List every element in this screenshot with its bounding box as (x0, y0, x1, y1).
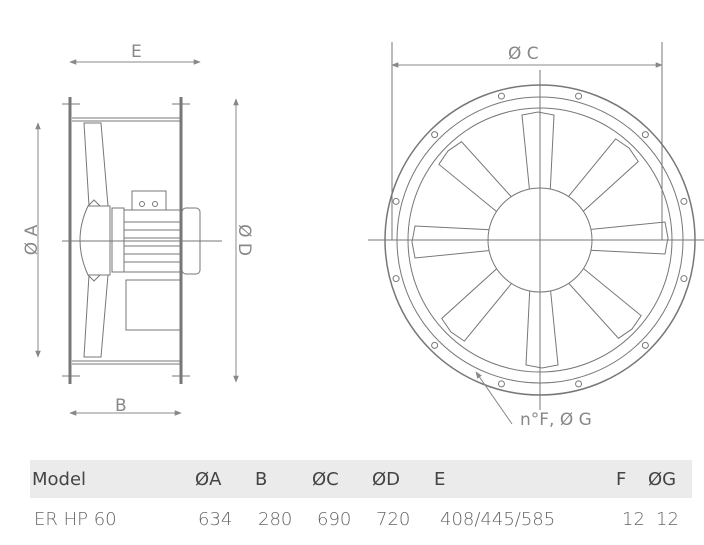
col-d: ØD (372, 469, 401, 490)
bolt-hole (641, 131, 649, 139)
cell-model: ER HP 60 (34, 509, 117, 530)
cell-e: 408/445/585 (440, 509, 556, 530)
col-g: ØG (648, 469, 677, 490)
table-row: ER HP 60 634 280 690 720 408/445/585 12 … (30, 500, 692, 538)
blade (411, 225, 496, 259)
col-model: Model (32, 469, 87, 490)
blade (584, 221, 669, 255)
cell-b: 280 (258, 509, 293, 530)
bolt-hole (680, 197, 688, 205)
bolt-holes (392, 92, 688, 388)
label-d: Ø D (234, 224, 254, 256)
side-view: E B Ø A Ø D (22, 42, 254, 416)
bolt-hole (431, 131, 439, 139)
col-b: B (255, 469, 268, 490)
label-e: E (131, 42, 142, 62)
cell-d: 720 (376, 509, 411, 530)
label-a: Ø A (22, 224, 42, 255)
blade (521, 111, 555, 196)
col-c: ØC (312, 469, 339, 490)
holes-leader (475, 371, 513, 425)
col-f: F (616, 469, 627, 490)
cell-g: 12 (656, 509, 679, 530)
col-a: ØA (195, 469, 222, 490)
label-holes: n°F, Ø G (520, 410, 592, 430)
label-c: Ø C (508, 44, 539, 64)
bolt-hole (497, 380, 505, 388)
cell-c: 690 (317, 509, 352, 530)
bolt-hole (497, 92, 505, 100)
bolt-hole (392, 197, 400, 205)
bolt-hole (680, 275, 688, 283)
col-e: E (434, 469, 446, 490)
blade-side (83, 122, 109, 358)
blade (525, 284, 559, 369)
bolt-hole (431, 341, 439, 349)
cell-a: 634 (198, 509, 233, 530)
front-view: Ø C n°F, Ø G (368, 42, 704, 430)
bolt-hole (575, 92, 583, 100)
bolt-hole (575, 380, 583, 388)
table-header: Model ØA B ØC ØD E F ØG (30, 460, 692, 498)
bolt-hole (392, 275, 400, 283)
label-b: B (115, 396, 127, 416)
bolt-hole (641, 341, 649, 349)
cell-f: 12 (622, 509, 645, 530)
